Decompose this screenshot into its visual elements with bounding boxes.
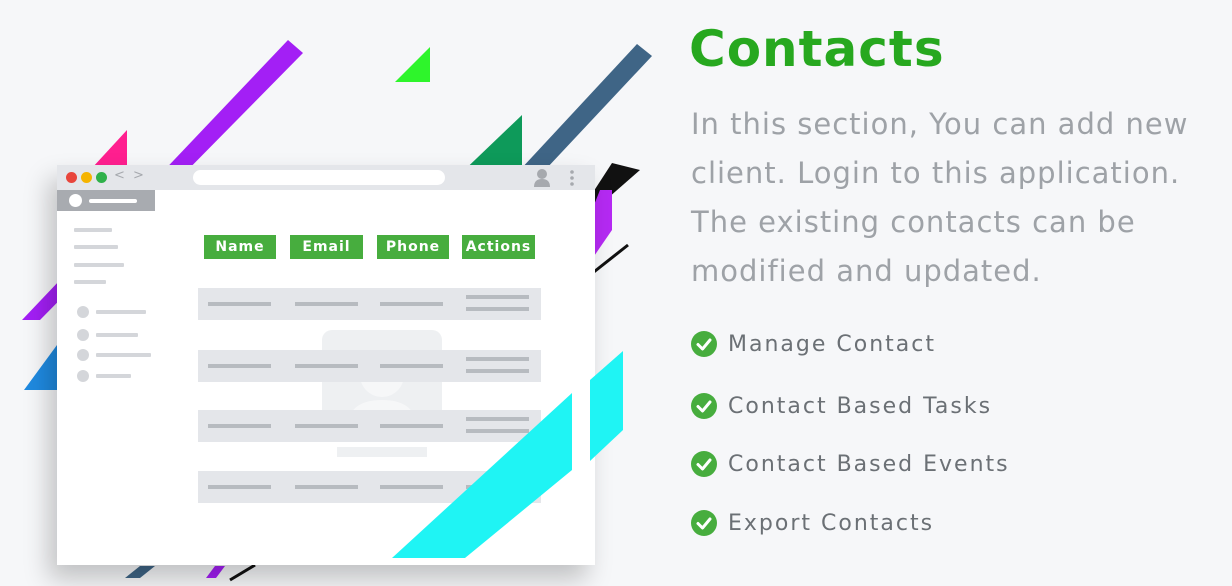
table-row — [198, 410, 541, 442]
sidebar-bullet — [77, 349, 89, 361]
table-header-phone: Phone — [377, 235, 449, 259]
table-header-name: Name — [204, 235, 276, 259]
purple-shard — [590, 190, 612, 262]
check-circle-icon — [691, 451, 717, 477]
close-dot-icon — [66, 172, 77, 183]
table-header-actions: Actions — [462, 235, 535, 259]
url-bar — [193, 170, 445, 185]
sidebar-item — [74, 263, 124, 267]
sidebar-item — [74, 280, 106, 284]
section-description: In this section, You can add new client.… — [691, 107, 1189, 288]
sidebar-item — [96, 353, 151, 357]
slate-stub — [125, 566, 155, 578]
feature-label: Export Contacts — [728, 510, 935, 536]
feature-label: Contact Based Events — [728, 451, 1010, 477]
table-row — [198, 350, 541, 382]
sidebar-item — [74, 245, 118, 249]
feature-label: Contact Based Tasks — [728, 393, 993, 419]
nav-arrows-icon: < > — [114, 168, 146, 183]
sidebar-item — [74, 228, 112, 232]
sidebar-bullet — [77, 306, 89, 318]
black-shard — [588, 163, 640, 205]
purple-stub — [206, 566, 225, 578]
maximize-dot-icon — [96, 172, 107, 183]
black-line — [589, 243, 629, 277]
kebab-menu-icon — [570, 170, 574, 186]
check-circle-icon — [691, 331, 717, 357]
sidebar-item — [96, 333, 138, 337]
user-icon — [534, 169, 550, 187]
list-item: Contact Based Tasks — [690, 392, 992, 420]
profile-name-placeholder — [89, 199, 137, 203]
sidebar-bullet — [77, 329, 89, 341]
list-item: Export Contacts — [690, 509, 934, 537]
table-row — [198, 288, 541, 320]
blue-triangle — [24, 345, 57, 390]
black-stub — [229, 563, 256, 582]
section-title: Contacts — [689, 20, 945, 78]
lime-triangle — [395, 47, 430, 82]
table-header-email: Email — [290, 235, 363, 259]
sidebar-bullet — [77, 370, 89, 382]
forest-triangle — [454, 115, 522, 180]
contact-card-watermark-icon — [322, 330, 442, 457]
sidebar-item — [96, 310, 146, 314]
list-item: Contact Based Events — [690, 450, 1010, 478]
table-row — [198, 471, 541, 503]
sidebar-item — [96, 374, 131, 378]
check-circle-icon — [691, 510, 717, 536]
feature-label: Manage Contact — [728, 331, 936, 357]
browser-mockup: < > — [57, 165, 595, 565]
browser-titlebar: < > — [57, 165, 595, 190]
minimize-dot-icon — [81, 172, 92, 183]
avatar — [69, 194, 82, 207]
pink-triangle — [92, 130, 127, 168]
sidebar-profile — [57, 190, 155, 211]
check-circle-icon — [691, 393, 717, 419]
list-item: Manage Contact — [690, 330, 936, 358]
